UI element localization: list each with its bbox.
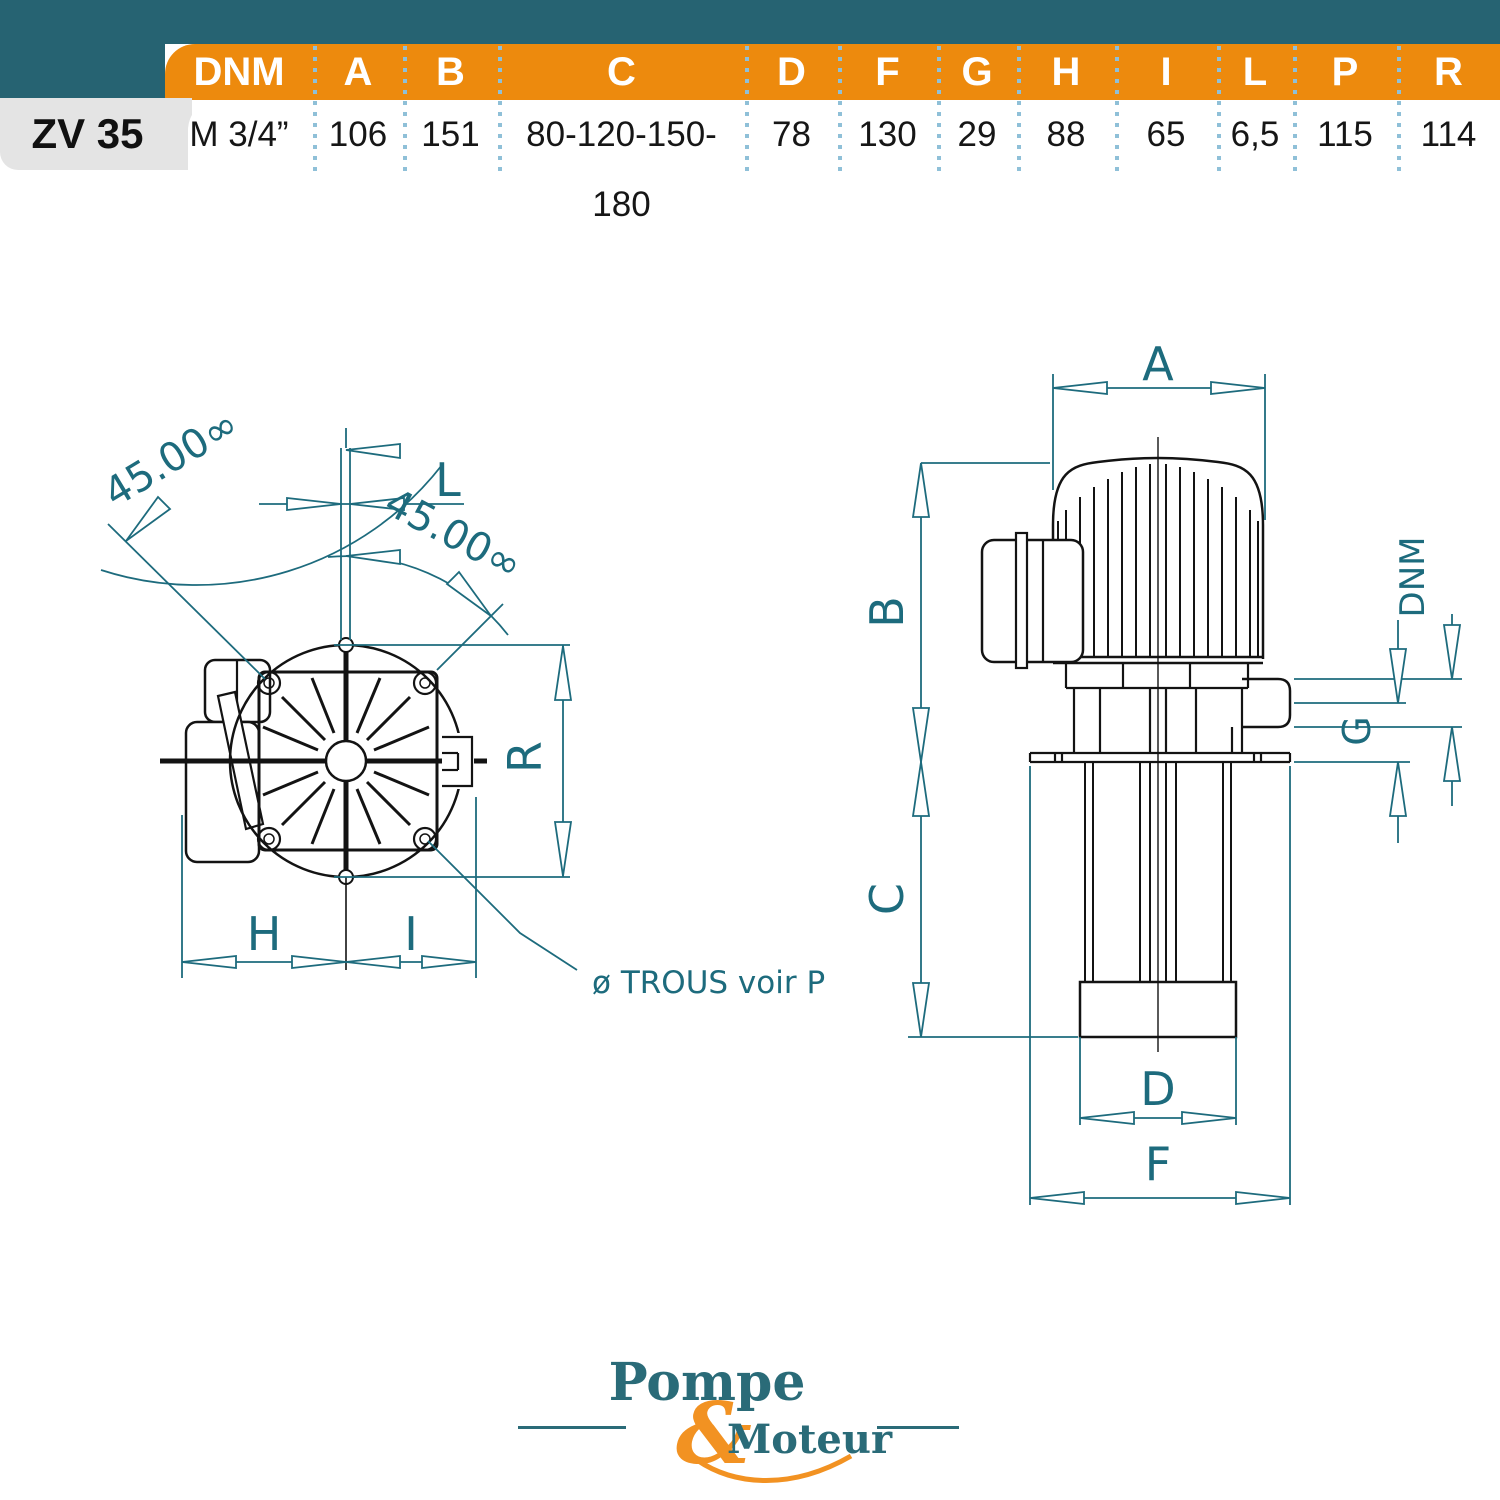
dim-label-b: B [860, 596, 914, 628]
model-name: ZV 35 [31, 110, 144, 157]
value-f: 130 [858, 115, 917, 154]
value-a: 106 [328, 115, 388, 154]
terminal-box-side-view [980, 531, 1085, 670]
column-separator [838, 46, 842, 178]
value-r: 114 [1420, 115, 1477, 154]
col-header-g: G [961, 50, 993, 94]
column-separator [1217, 46, 1221, 178]
value-g: 29 [957, 115, 997, 154]
impeller-fins [262, 677, 430, 845]
pump-column [1084, 762, 1232, 982]
column-separator [1115, 46, 1119, 178]
logo-ampersand: & [676, 1384, 752, 1483]
top-teal-band [0, 0, 1500, 44]
outlet-pipe [1242, 677, 1292, 729]
value-l: 6,5 [1230, 115, 1280, 154]
col-header-dnm: DNM [193, 50, 285, 94]
logo-divider-right [877, 1426, 959, 1429]
angle-arc-upper [100, 464, 443, 586]
mounting-plate [257, 670, 439, 852]
top-teal-corner-block [0, 0, 165, 98]
col-header-l: L [1242, 50, 1268, 94]
holes-note: ø TROUS voir P [592, 965, 825, 1001]
pump-top-view [160, 637, 487, 970]
dim-label-f: F [1145, 1137, 1171, 1191]
row-label-cell [0, 98, 192, 170]
dim-label-h: H [247, 907, 282, 961]
pump-side-view [980, 437, 1292, 1052]
col-header-c: C [607, 50, 636, 94]
holes-note-leader [427, 840, 578, 971]
col-header-f: F [875, 50, 900, 94]
col-header-p: P [1331, 50, 1359, 94]
center-bore [324, 739, 368, 783]
dim-label-i: I [404, 907, 418, 961]
column-separator [745, 46, 749, 178]
top-view-dimensions [100, 428, 578, 978]
dim-label-c: C [860, 883, 914, 915]
column-separator [498, 46, 502, 178]
dim-label-l: L [435, 453, 461, 507]
side-view-dimensions [908, 374, 1462, 1206]
terminal-box-top-view [184, 658, 272, 864]
value-i: 65 [1146, 115, 1186, 154]
col-header-r: R [1434, 50, 1463, 94]
logo-text-moteur: Moteur [727, 1416, 893, 1463]
col-header-a: A [343, 50, 373, 94]
col-header-h: H [1051, 50, 1081, 94]
col-header-i: I [1160, 50, 1172, 94]
col-header-d: D [777, 50, 806, 94]
logo-text-pompe: Pompe [608, 1352, 806, 1413]
col-header-b: B [436, 50, 465, 94]
column-separator [403, 46, 407, 178]
logo-swoosh [695, 1453, 853, 1483]
column-separator [937, 46, 941, 178]
angle-label-upper: 45.00∞ [96, 401, 246, 517]
value-dnm: M 3/4” [189, 115, 289, 154]
value-b: 151 [421, 115, 480, 154]
table-header-bar [165, 44, 1500, 100]
column-separator [1293, 46, 1297, 178]
dim-label-r: R [498, 741, 552, 773]
value-h: 88 [1046, 115, 1086, 154]
logo-divider-left [518, 1426, 626, 1429]
dim-label-g: G [1335, 716, 1379, 745]
value-p: 115 [1317, 115, 1373, 154]
dim-label-a: A [1142, 337, 1174, 391]
value-c: 80-120-150-180 [526, 115, 717, 224]
mounting-screws [256, 670, 438, 852]
dim-label-d: D [1140, 1062, 1175, 1116]
value-d: 78 [772, 115, 811, 154]
pump-head [1064, 663, 1250, 753]
column-separator [313, 46, 317, 178]
flange-plate [1028, 751, 1292, 764]
dim-label-dnm: DNM [1393, 537, 1433, 618]
column-separator [1397, 46, 1401, 178]
column-separator [1017, 46, 1021, 178]
outlet-bracket-top-view [442, 733, 474, 789]
